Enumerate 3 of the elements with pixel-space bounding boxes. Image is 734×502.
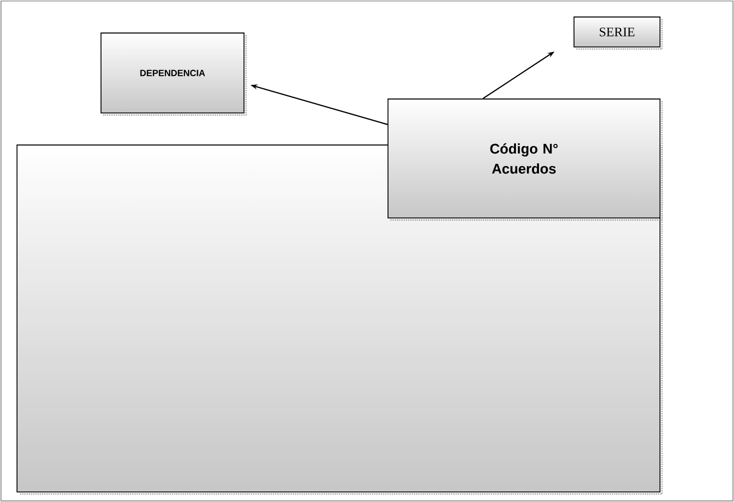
process-box: DEPENDENCIA xyxy=(100,32,247,116)
process-box: SERIE xyxy=(574,16,663,50)
process-box: Código N° Acuerdos xyxy=(388,98,663,221)
